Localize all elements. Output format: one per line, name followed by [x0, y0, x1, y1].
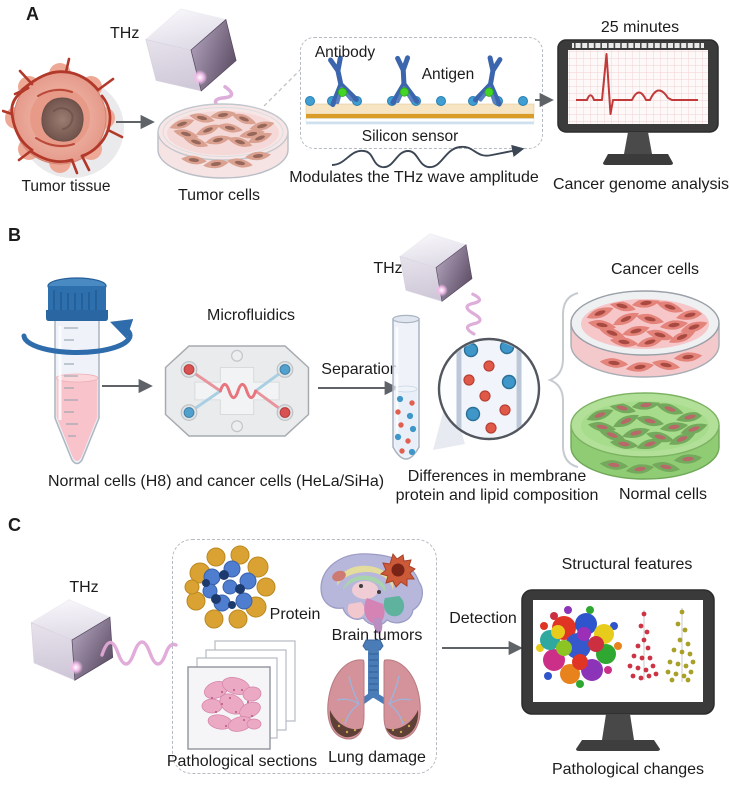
tumor-cells-caption: Tumor cells — [177, 187, 261, 204]
thz-beam-icon — [100, 640, 178, 666]
lung-vessels — [336, 675, 412, 725]
pathological-changes-caption: Pathological changes — [551, 761, 705, 778]
tumor-cells-dish-illustration — [157, 103, 289, 179]
zoom-connector-line — [263, 69, 301, 107]
results-monitor-illustration — [521, 589, 715, 751]
protein-caption: Protein — [269, 606, 321, 623]
serpentine-channel — [218, 382, 258, 400]
brain-tumors-illustration — [320, 552, 423, 634]
antibodies — [324, 57, 507, 105]
panel-c-label: C — [8, 515, 21, 535]
structural-features-caption: Structural features — [561, 556, 693, 573]
normal-cells-caption: Normal cells — [618, 486, 708, 503]
dot-tree-red — [627, 610, 659, 681]
lung-damage-illustration — [327, 639, 421, 740]
antigen-caption: Antigen — [421, 66, 475, 83]
separation-caption: Separation — [321, 361, 399, 378]
graduation-marks — [64, 327, 78, 437]
silicon-sensor-caption: Silicon sensor — [361, 128, 459, 145]
arrow-detection — [442, 640, 523, 656]
modulated-wave-icon — [331, 144, 525, 168]
microfluidic-chip-illustration — [164, 345, 310, 437]
panel-a-thz-label: THz — [110, 25, 140, 42]
brain-tumors-caption: Brain tumors — [331, 627, 423, 644]
brace-connector — [547, 292, 579, 468]
chip-ports — [180, 361, 294, 421]
magnified-cells — [463, 340, 517, 434]
pathological-sections-caption: Pathological sections — [166, 753, 318, 770]
cancer-cells-caption: Cancer cells — [610, 261, 700, 278]
microfluidics-caption: Microfluidics — [206, 307, 296, 324]
arrow-separation — [318, 380, 399, 396]
rotation-arrow — [21, 318, 134, 355]
pathological-sections-illustration — [187, 640, 296, 750]
targets-box — [172, 539, 437, 774]
genome-analysis-caption: Cancer genome analysis — [552, 176, 730, 193]
ecg-monitor-illustration — [557, 39, 719, 165]
lung-damage-caption: Lung damage — [328, 749, 426, 766]
difference-caption: Differences in membrane protein and lipi… — [395, 468, 599, 504]
antibody-sensor-illustration — [305, 40, 535, 125]
thz-beam-icon — [465, 292, 482, 336]
arrow-sensor-to-monitor — [535, 92, 554, 108]
separated-cell-dots — [394, 395, 417, 456]
panel-a-label: A — [26, 4, 39, 24]
centrifuge-tube-illustration — [21, 277, 134, 465]
sample-caption: Normal cells (H8) and cancer cells (HeLa… — [47, 473, 385, 490]
detection-caption: Detection — [449, 610, 517, 627]
panel-b-thz-label: THz — [373, 260, 403, 277]
blood-vessels — [2, 57, 124, 175]
tissue-section — [201, 677, 262, 732]
magnified-view-illustration — [433, 337, 541, 450]
antibody-caption: Antibody — [314, 44, 376, 61]
arrow-tube-to-chip — [102, 378, 153, 394]
tumor-tissue-caption: Tumor tissue — [21, 178, 111, 195]
arrow-tumor-to-dish — [116, 114, 155, 130]
dot-tree-olive — [665, 608, 696, 683]
modulates-caption: Modulates the THz wave amplitude — [289, 169, 539, 186]
protein-molecule-illustration — [184, 545, 276, 629]
panel-c-thz-label: THz — [69, 579, 99, 596]
tumor-mass — [379, 552, 416, 588]
analysis-time-caption: 25 minutes — [600, 19, 680, 36]
ecg-trace — [576, 53, 698, 115]
tumor-tissue-illustration — [2, 57, 124, 178]
cancer-cells-dish-illustration — [570, 290, 720, 378]
test-tube-illustration — [392, 314, 420, 460]
panel-b-label: B — [8, 225, 21, 245]
normal-cells-dish-illustration — [570, 392, 720, 480]
protein-structure-render — [536, 606, 622, 688]
